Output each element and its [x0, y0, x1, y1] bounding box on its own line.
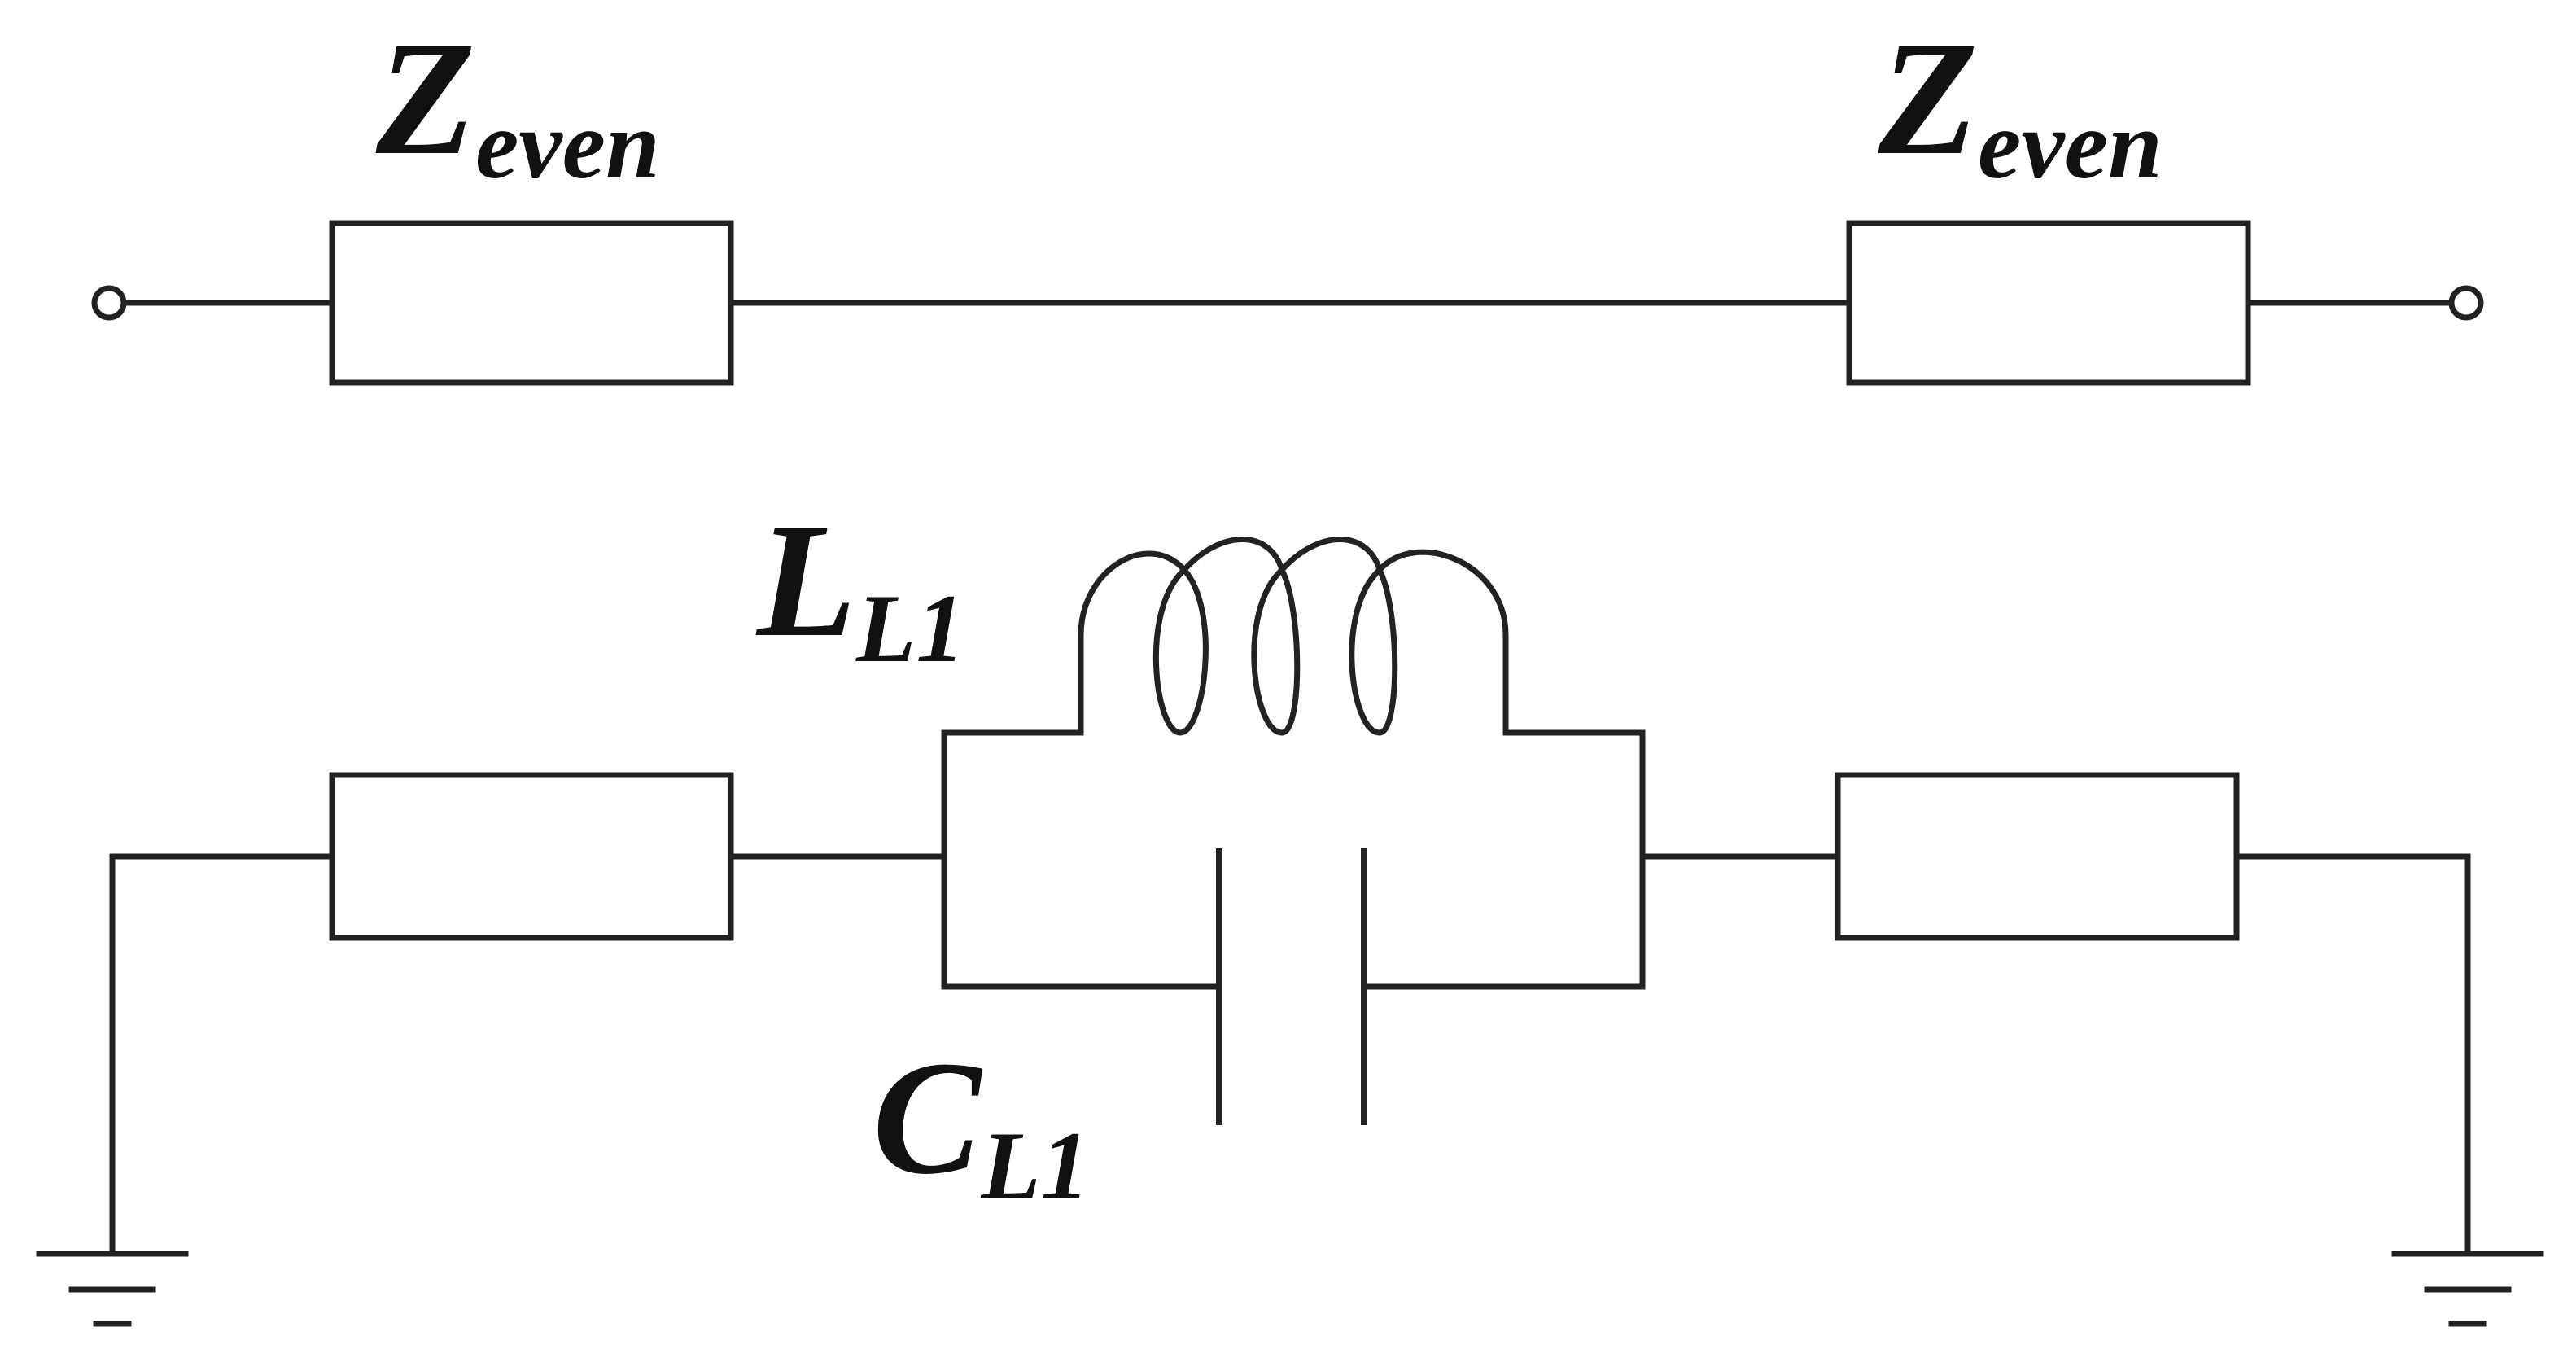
- bottom-right-ground-lead: [2233, 853, 2471, 1257]
- bottom-left-ground-lead: [109, 853, 335, 1257]
- tank-bottom-left-wire: [941, 853, 1222, 990]
- bottom-left-impedance: [329, 772, 734, 941]
- top-right-impedance: [1846, 220, 2251, 386]
- top-left-impedance: [329, 220, 734, 386]
- ground-symbol-left: [36, 1251, 189, 1327]
- ground-symbol-right: [2391, 1251, 2544, 1327]
- bottom-branch: [36, 537, 2544, 1327]
- inductor-coil: [1078, 537, 1509, 736]
- inductor-label: LL1: [755, 491, 964, 682]
- left-port-terminal: [91, 285, 127, 321]
- tank-top-left-wire: [941, 729, 1084, 860]
- z-even-left-label: Zeven: [375, 9, 660, 199]
- tank-bottom-right-wire: [1361, 853, 1646, 990]
- z-even-right-label: Zeven: [1878, 9, 2163, 199]
- top-branch: [91, 220, 2484, 386]
- right-port-terminal: [2448, 285, 2484, 321]
- capacitor-label: CL1: [873, 1028, 1090, 1220]
- tank-top-right-wire: [1502, 729, 1646, 860]
- bottom-right-impedance: [1835, 772, 2240, 941]
